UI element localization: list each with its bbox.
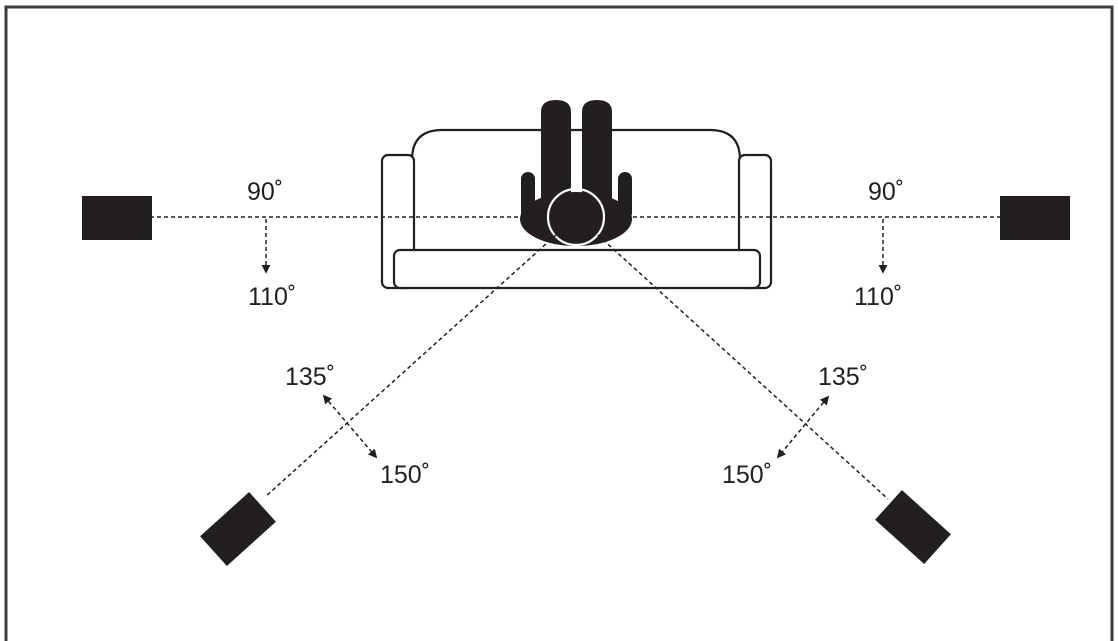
label-right-front-range-end: 110˚ (854, 283, 902, 311)
label-right-rear-range-end: 150˚ (722, 461, 772, 489)
speaker-icon (200, 492, 276, 566)
arrow-left-rear-range (322, 394, 378, 459)
sofa-seat (392, 248, 762, 290)
listener-head (546, 187, 606, 247)
listener-leg-left (541, 100, 571, 215)
listener-body (520, 192, 632, 246)
angle-arrows (261, 219, 888, 459)
label-left-rear-range-end: 150˚ (380, 461, 430, 489)
speaker-icon (875, 490, 951, 564)
listener-leg-right (582, 100, 612, 215)
sight-line-rear-right (576, 215, 889, 500)
label-left-front-range-end: 110˚ (248, 283, 296, 311)
speakers (82, 196, 1070, 566)
room-frame (4, 5, 1114, 641)
label-right-rear-angle: 135˚ (818, 363, 868, 391)
label-left-front-angle: 90˚ (247, 178, 283, 206)
label-right-front-angle: 90˚ (868, 178, 904, 206)
speaker-icon (82, 196, 152, 240)
arrow-right-rear-range (776, 395, 830, 459)
sight-lines (150, 215, 1000, 500)
speaker-icon (1000, 196, 1070, 240)
label-left-rear-angle: 135˚ (285, 363, 335, 391)
listener-icon (520, 100, 632, 247)
